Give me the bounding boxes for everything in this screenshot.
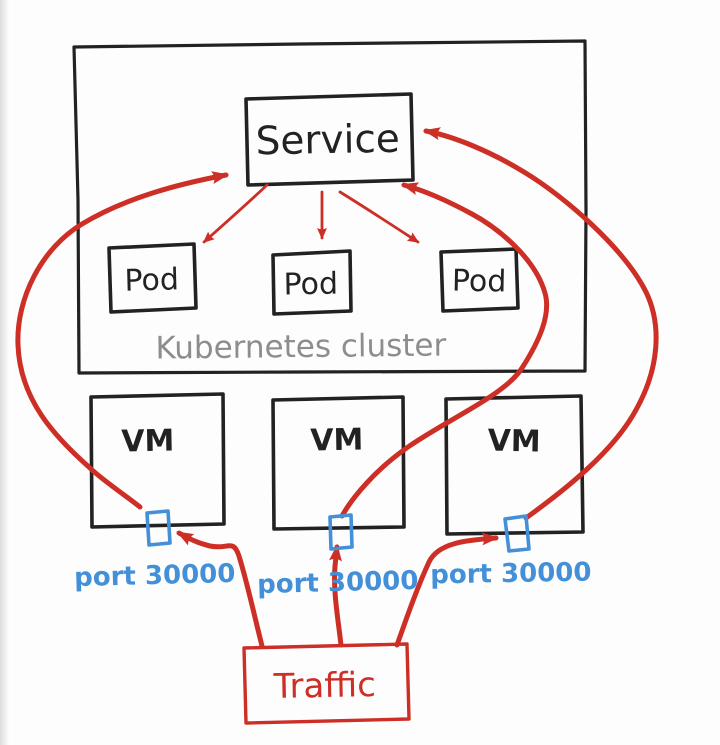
vm-3-group: VM xyxy=(444,394,585,536)
arrow-service-to-pod3 xyxy=(338,190,420,244)
vm-label: VM xyxy=(487,424,541,460)
port-label-3: port 30000 xyxy=(430,558,592,591)
traffic-box xyxy=(242,642,411,725)
service-group: Service xyxy=(244,92,415,187)
node-port-square-1 xyxy=(145,509,172,547)
vm-label: VM xyxy=(310,423,364,459)
port-label-2: port 30000 xyxy=(257,566,419,600)
vm-box xyxy=(89,392,226,529)
port-label-1: port 30000 xyxy=(74,559,236,593)
vm-box xyxy=(444,394,585,536)
vm-box xyxy=(271,395,406,531)
pod-label: Pod xyxy=(124,262,179,298)
flow-traffic-to-port3 xyxy=(394,532,499,648)
flow-port1-to-service xyxy=(15,171,229,510)
node-port-square-3 xyxy=(503,514,531,553)
flow-traffic-to-port2 xyxy=(329,544,344,648)
pod-box xyxy=(439,247,520,313)
pod-box xyxy=(271,249,353,316)
service-label: Service xyxy=(255,117,400,165)
vm-label: VM xyxy=(121,424,175,460)
flow-traffic-to-port1 xyxy=(176,530,265,649)
service-box xyxy=(244,92,415,187)
pod-box xyxy=(107,242,198,314)
pod-1-group: Pod xyxy=(107,242,198,314)
flow-port2-to-service xyxy=(339,182,550,519)
vm-1-group: VM xyxy=(89,392,226,529)
node-port-square-2 xyxy=(328,513,354,551)
traffic-group: Traffic xyxy=(242,642,411,725)
pod-3-group: Pod xyxy=(439,247,520,313)
pod-label: Pod xyxy=(283,267,338,303)
pod-2-group: Pod xyxy=(271,249,353,316)
kubernetes-cluster-label: Kubernetes cluster xyxy=(155,327,446,366)
traffic-label: Traffic xyxy=(272,665,376,707)
kubernetes-cluster-group: Kubernetes cluster xyxy=(72,39,588,375)
pod-label: Pod xyxy=(452,264,507,300)
flow-port3-to-service xyxy=(423,127,659,521)
arrow-service-to-pod1 xyxy=(202,183,269,244)
vm-2-group: VM xyxy=(271,395,406,531)
kubernetes-cluster-box xyxy=(72,39,588,375)
